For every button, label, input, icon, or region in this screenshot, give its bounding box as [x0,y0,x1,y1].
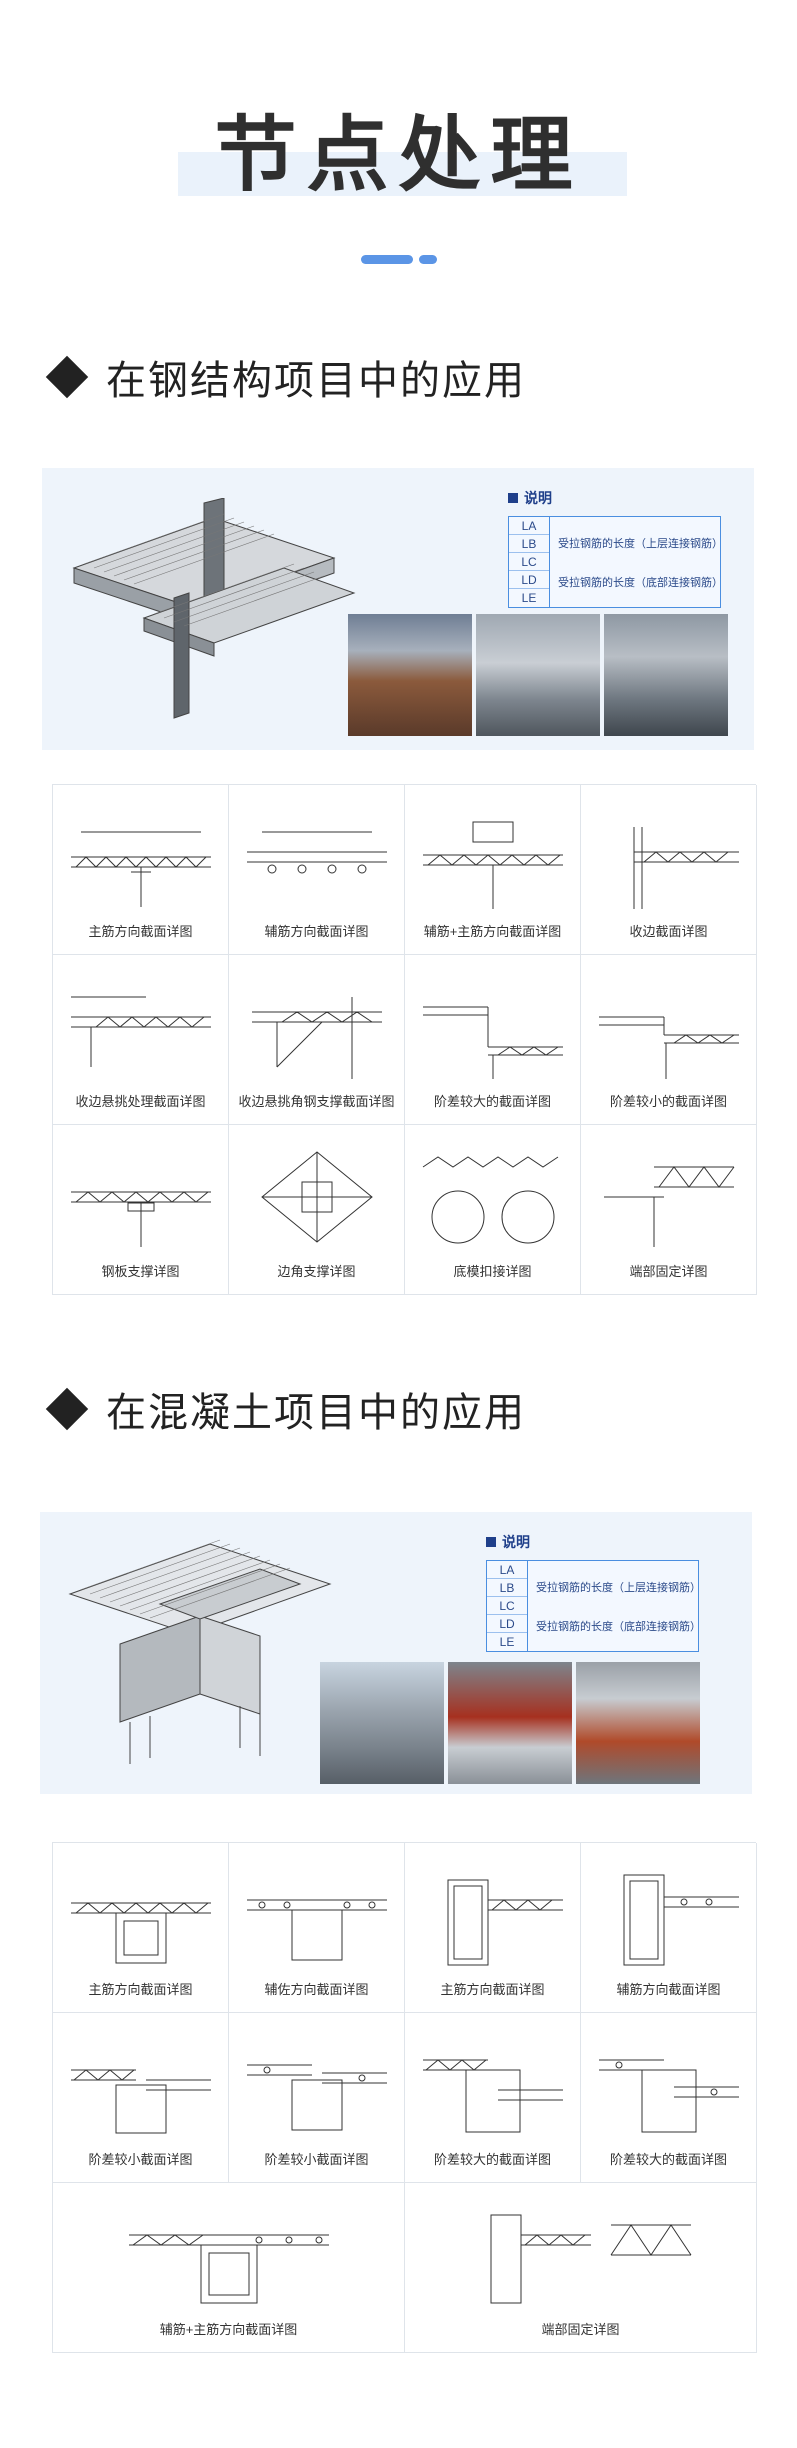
section-heading-steel: 在钢结构项目中的应用 [44,348,526,406]
section-drawing [447,1879,563,1966]
section-drawing [633,827,739,909]
concrete-detail-grid: 主筋方向截面详图 辅佐方向截面详图 主筋方向截面详图 辅筋方向截面详图 阶差较小… [52,1842,757,2353]
title-highlight-band [178,152,627,196]
detail-card: 辅筋方向截面详图 [581,1843,757,2013]
site-photo [476,614,600,736]
detail-card: 主筋方向截面详图 [405,1843,581,2013]
section-drawing [422,821,563,909]
detail-card: 辅佐方向截面详图 [229,1843,405,2013]
page-title: 节点处理 [214,108,583,203]
section-drawing [260,1151,373,1243]
site-photo [348,614,472,736]
section-drawing [246,1899,387,1961]
detail-card: 主筋方向截面详图 [53,1843,229,2013]
legend-box: 说明 LA LB LC LD LE 受拉钢筋的长度（上层连接钢筋） 受拉钢筋的长… [486,1532,701,1652]
section-drawing [623,1874,739,1966]
steel-overview-panel: 说明 LA LB LC LD LE 受拉钢筋的长度（上层连接钢筋） 受拉钢筋的长… [42,468,754,750]
section-heading-concrete: 在混凝土项目中的应用 [44,1380,526,1438]
detail-card: 主筋方向截面详图 [53,785,229,955]
section-drawing [246,2064,387,2131]
diamond-bullet-icon [45,355,89,399]
section-drawing [70,1191,211,1247]
detail-card: 阶差较大的截面详图 [405,2013,581,2183]
detail-card: 收边悬挑处理截面详图 [53,955,229,1125]
section-drawing [70,1902,211,1964]
detail-card: 边角支撑详图 [229,1125,405,1295]
detail-card: 底模扣接详图 [405,1125,581,1295]
site-photo [576,1662,700,1784]
section-drawing [70,996,211,1067]
detail-card: 阶差较小的截面详图 [581,955,757,1125]
section-drawing [422,1006,563,1079]
detail-card: 阶差较小截面详图 [229,2013,405,2183]
legend-square-icon [508,493,518,503]
legend-square-icon [486,1537,496,1547]
section-drawing [422,1156,558,1244]
detail-card: 端部固定详图 [405,2183,757,2353]
detail-card: 辅筋+主筋方向截面详图 [53,2183,405,2353]
section-drawing [128,2234,329,2304]
section-drawing [603,1166,734,1247]
detail-card: 阶差较小截面详图 [53,2013,229,2183]
section-drawing [490,2214,691,2304]
steel-isometric-diagram [72,498,356,719]
detail-card: 钢板支撑详图 [53,1125,229,1295]
section-drawing [70,831,211,907]
detail-card: 辅筋+主筋方向截面详图 [405,785,581,955]
steel-detail-grid: 主筋方向截面详图 辅筋方向截面详图 辅筋+主筋方向截面详图 收边截面详图 收边悬… [52,784,757,1295]
detail-card: 阶差较大的截面详图 [405,955,581,1125]
site-photo [320,1662,444,1784]
legend-box: 说明 LA LB LC LD LE 受拉钢筋的长度（上层连接钢筋） 受拉钢筋的长… [508,488,723,608]
section-drawing [422,2059,563,2133]
detail-card: 收边悬挑角钢支撑截面详图 [229,955,405,1125]
title-underline-dot [419,255,437,264]
section-drawing [598,2059,739,2133]
detail-card: 辅筋方向截面详图 [229,785,405,955]
concrete-isometric-diagram [68,1539,332,1764]
section-drawing [598,1016,739,1079]
section-drawing [251,997,382,1079]
detail-card: 端部固定详图 [581,1125,757,1295]
concrete-overview-panel: 说明 LA LB LC LD LE 受拉钢筋的长度（上层连接钢筋） 受拉钢筋的长… [40,1512,752,1794]
section-drawing [246,831,387,874]
title-underline-dash [361,255,413,264]
section-drawing [70,2069,211,2134]
detail-card: 收边截面详图 [581,785,757,955]
diamond-bullet-icon [45,1387,89,1431]
site-photo [448,1662,572,1784]
site-photo [604,614,728,736]
detail-card: 阶差较大的截面详图 [581,2013,757,2183]
